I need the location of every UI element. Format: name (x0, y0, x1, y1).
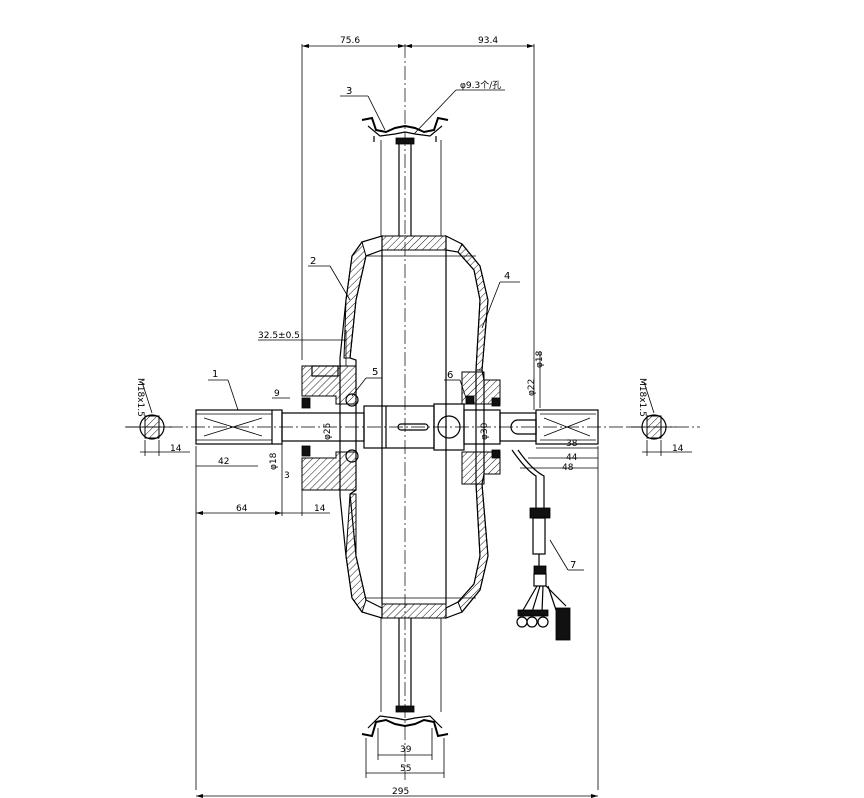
hub-shell (301, 235, 501, 619)
cable-assembly (511, 449, 584, 641)
right-thread-label: M18x1.5 (637, 378, 647, 417)
dim-44: 44 (566, 453, 578, 463)
right-flat-dim: 14 (672, 444, 684, 454)
left-thread-view: M18x1.5 14 (126, 378, 190, 456)
axle (195, 403, 599, 451)
dim-25: φ25 (323, 423, 333, 440)
dim-30: φ30 (480, 422, 490, 440)
left-dimensions: 32.5±0.5 9 42 φ18 3 64 14 φ25 (195, 330, 347, 790)
dim-295: 295 (392, 787, 409, 797)
dim-39: 39 (400, 745, 412, 755)
dim-18-left: φ18 (269, 452, 279, 470)
left-flat-dim: 14 (170, 444, 182, 454)
part-2-label: 2 (310, 256, 316, 267)
part-4-label: 4 (504, 271, 510, 282)
part-1-label: 1 (212, 369, 218, 380)
dim-rim-bore: φ9.3个/孔 (460, 80, 501, 91)
dim-9: 9 (274, 389, 280, 399)
part-3-label: 3 (346, 86, 352, 97)
right-dimensions: φ30 φ22 φ18 38 44 48 (480, 350, 599, 790)
dim-3: 3 (284, 471, 290, 481)
part-7-label: 7 (570, 560, 576, 571)
dim-64: 64 (236, 504, 248, 514)
left-thread-label: M18x1.5 (135, 378, 145, 417)
dim-42: 42 (218, 457, 229, 467)
right-thread-view: M18x1.5 14 (628, 378, 692, 456)
part-labels: 1 2 4 5 6 7 (208, 256, 576, 571)
dim-48: 48 (562, 463, 574, 473)
top-rim (361, 116, 449, 236)
dim-93-4: 93.4 (478, 36, 498, 46)
part-6-label: 6 (447, 370, 453, 381)
dim-14: 14 (314, 504, 326, 514)
dim-55: 55 (400, 764, 411, 774)
dim-22: φ22 (527, 379, 537, 396)
overall-dimension: 295 (196, 787, 598, 798)
bottom-rim: 39 55 (361, 618, 449, 778)
dim-38: 38 (566, 439, 578, 449)
dim-75-6: 75.6 (340, 36, 360, 46)
part-5-label: 5 (372, 367, 378, 378)
dim-32-5: 32.5±0.5 (258, 331, 300, 341)
top-dimension: 75.6 93.4 (301, 36, 535, 410)
